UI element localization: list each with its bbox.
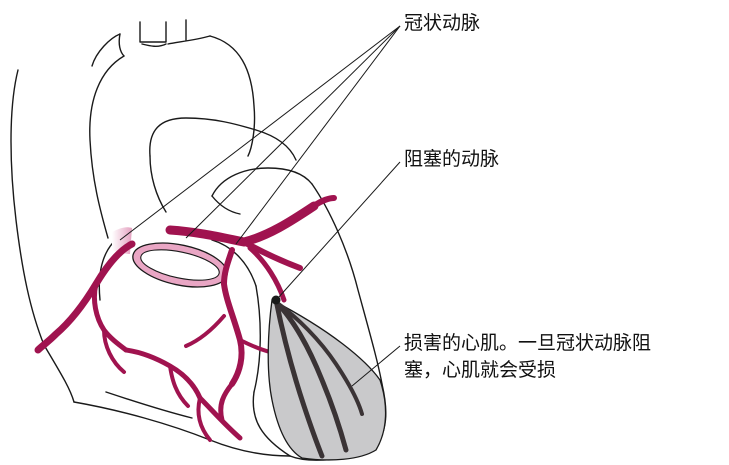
- aortic-valve-ring: [129, 235, 231, 294]
- label-damaged-muscle: 损害的心肌。一旦冠状动脉阻 塞，心肌就会受损: [404, 330, 651, 384]
- leader-coronary-2: [236, 26, 400, 244]
- leader-coronary-3: [120, 26, 400, 240]
- damaged-muscle-area: [268, 296, 385, 460]
- label-damaged-muscle-line1: 损害的心肌。一旦冠状动脉阻: [404, 330, 651, 357]
- label-blocked-artery: 阻塞的动脉: [404, 146, 499, 173]
- leader-blocked: [278, 162, 400, 298]
- leader-coronary-1: [186, 26, 400, 238]
- label-damaged-muscle-line2: 塞，心肌就会受损: [404, 357, 651, 384]
- label-coronary-artery: 冠状动脉: [404, 10, 480, 37]
